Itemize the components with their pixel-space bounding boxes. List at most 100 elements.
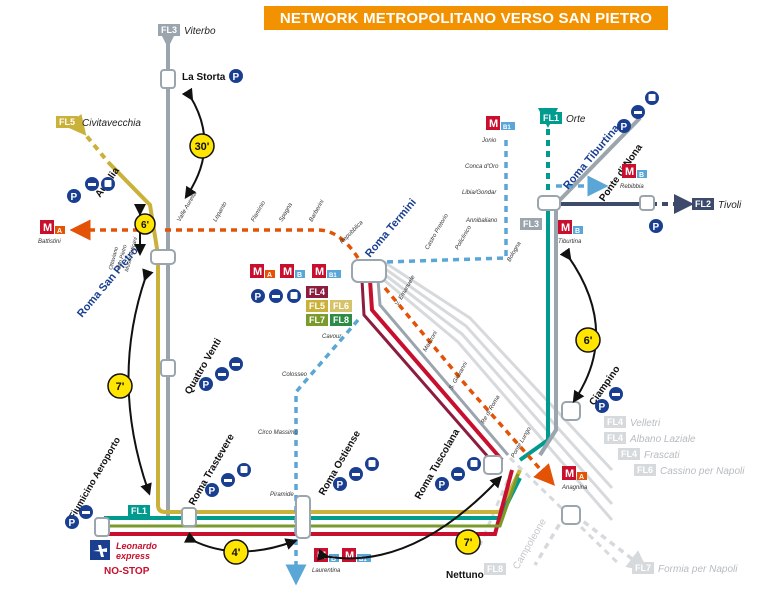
metro-m-badge-termini-a — [250, 264, 264, 278]
terminal-rebibbia: Rebibbia — [620, 184, 644, 190]
station-fiumicino-marker[interactable] — [94, 517, 110, 537]
parking-icon-letter: P — [255, 292, 262, 303]
label-nettuno: Nettuno — [446, 570, 484, 581]
parking-icon-letter: P — [653, 222, 660, 233]
time-30: 30' — [195, 141, 210, 153]
time-circle-6a — [134, 213, 156, 235]
car-icon-shape — [82, 511, 90, 514]
station-tiburtina-marker[interactable] — [537, 195, 561, 211]
parking-icon — [205, 483, 219, 497]
stop-s-giovanni: S. Giovanni — [449, 361, 470, 391]
stop-jonio: Jonio — [481, 138, 497, 144]
stop-annibaliano: Annibaliano — [465, 218, 498, 224]
parking-icon-letter: P — [209, 486, 216, 497]
dest-tivoli: Tivoli — [718, 200, 742, 211]
dest-albano: Albano Laziale — [629, 434, 696, 445]
fl5-line — [65, 113, 522, 514]
parking-icon-letter: P — [439, 480, 446, 491]
fl3-tag-tiburtina — [520, 218, 542, 230]
station-roma-san-pietro-marker[interactable] — [150, 249, 176, 265]
station-trastevere-marker[interactable] — [181, 507, 197, 527]
time-circle-6b — [575, 327, 601, 353]
fl1-tag-fiumicino-text: FL1 — [131, 506, 147, 516]
label-fiumicino: Fiumicino Aeroporto — [67, 435, 123, 521]
metro-m-badge-anagnina — [562, 466, 576, 480]
time-circle-7a — [107, 373, 133, 399]
station-la-storta-marker[interactable] — [160, 69, 176, 89]
fl4-tag-termini-text: FL4 — [309, 287, 325, 297]
stop-flaminio: Flaminio — [251, 200, 268, 223]
dest-orte: Orte — [566, 114, 586, 125]
metro-m-text-termini-b1: M — [315, 266, 324, 278]
metro-m-badge-jonio — [486, 116, 500, 130]
parking-icon-letter: P — [71, 192, 78, 203]
metro-b1-text-termini: B1 — [329, 273, 337, 279]
parking-icon — [435, 477, 449, 491]
station-ciampino-marker[interactable] — [561, 401, 581, 421]
stop-circo-massimo: Circo Massimo — [258, 430, 298, 436]
metro-m-badge-termini-b1 — [312, 264, 326, 278]
stop-barberini: Barberini — [309, 199, 327, 223]
parking-icon — [333, 477, 347, 491]
car-icon-shape — [88, 183, 96, 186]
station-campoleone-marker[interactable] — [561, 505, 581, 525]
time-circle-30 — [189, 133, 215, 159]
parking-icon — [65, 515, 79, 529]
fl1-tag-text: FL1 — [543, 113, 559, 123]
fl6-tag-cassino — [634, 464, 656, 476]
parking-icon — [229, 69, 243, 83]
station-tuscolana-marker[interactable] — [483, 455, 503, 475]
south-destination-labels: Velletri Albano Laziale Frascati Cassino… — [629, 418, 745, 575]
terminal-tiburtina: Tiburtina — [558, 239, 582, 245]
station-quattro-venti-marker[interactable] — [160, 359, 176, 377]
car-icon-shape — [634, 111, 642, 114]
map-title-banner: NETWORK METROPOLITANO VERSO SAN PIETRO — [264, 6, 668, 30]
metro-b-badge-termini — [295, 270, 305, 278]
fl7-tag-formia — [632, 562, 654, 574]
bus-icon-shape — [240, 466, 248, 473]
time-7a: 7' — [116, 381, 125, 393]
fl5-tag-text: FL5 — [59, 117, 75, 127]
stop-repubblica: Repubblica — [339, 219, 365, 245]
fl4-tag-velletri-text: FL4 — [607, 417, 623, 427]
car-icon-shape — [352, 473, 360, 476]
fl6-tag-cassino-text: FL6 — [637, 465, 653, 475]
fl-tags: FL3 FL5 FL1 FL2 FL3 FL1 FL4 FL5 FL6 FL7 … — [56, 24, 714, 575]
dest-velletri: Velletri — [630, 418, 661, 429]
travel-time-circles: 30' 6' 7' 4' 7' 6' — [107, 133, 601, 565]
station-ponte-di-nona-marker[interactable] — [639, 195, 655, 211]
dest-frascati: Frascati — [644, 450, 680, 461]
fl4-tag-frascati-text: FL4 — [621, 449, 637, 459]
stop-lepanto: Lepanto — [213, 201, 229, 223]
bus-icon-shape — [470, 460, 478, 467]
stop-spagna: Spagna — [279, 202, 295, 223]
fl5-tag-civitavecchia — [56, 116, 78, 128]
metro-m-badge-termini-b — [280, 264, 294, 278]
metro-b-text-rebibbia: B — [639, 172, 644, 179]
map-title: NETWORK METROPOLITANO VERSO SAN PIETRO — [279, 9, 653, 27]
station-termini-marker[interactable] — [351, 259, 387, 283]
fl7-tag-termini-text: FL7 — [309, 315, 325, 325]
fl4-tag-velletri — [604, 416, 626, 428]
leonardo-text: Leonardo — [116, 541, 158, 551]
parking-icon-letter: P — [599, 402, 606, 413]
metro-m-badge-battistini — [40, 220, 54, 234]
service-icons: P P P P P P P — [65, 69, 663, 529]
metro-a-badge-battistini — [55, 226, 65, 234]
station-ostiense-marker[interactable] — [295, 495, 311, 539]
fl3-tag-text: FL3 — [161, 25, 177, 35]
stop-castro-pretorio: Castro Pretorio — [425, 212, 451, 251]
label-campoleone: Campoleone — [511, 517, 549, 572]
fl4-tag-frascati — [618, 448, 640, 460]
metro-a-text-termini: A — [267, 272, 272, 279]
metro-a-badge-termini — [265, 270, 275, 278]
fl1-tag-fiumicino — [128, 505, 150, 517]
metro-m-badge-rebibbia — [622, 164, 636, 178]
metro-b1-badge-jonio — [501, 122, 515, 130]
metro-b-badge-tiburtina — [573, 226, 583, 234]
metro-m-text-rebibbia: M — [625, 166, 634, 178]
metro-b1-badge-termini — [327, 270, 341, 278]
bus-icon-shape — [290, 292, 298, 299]
dest-civitavecchia: Civitavecchia — [82, 118, 141, 129]
